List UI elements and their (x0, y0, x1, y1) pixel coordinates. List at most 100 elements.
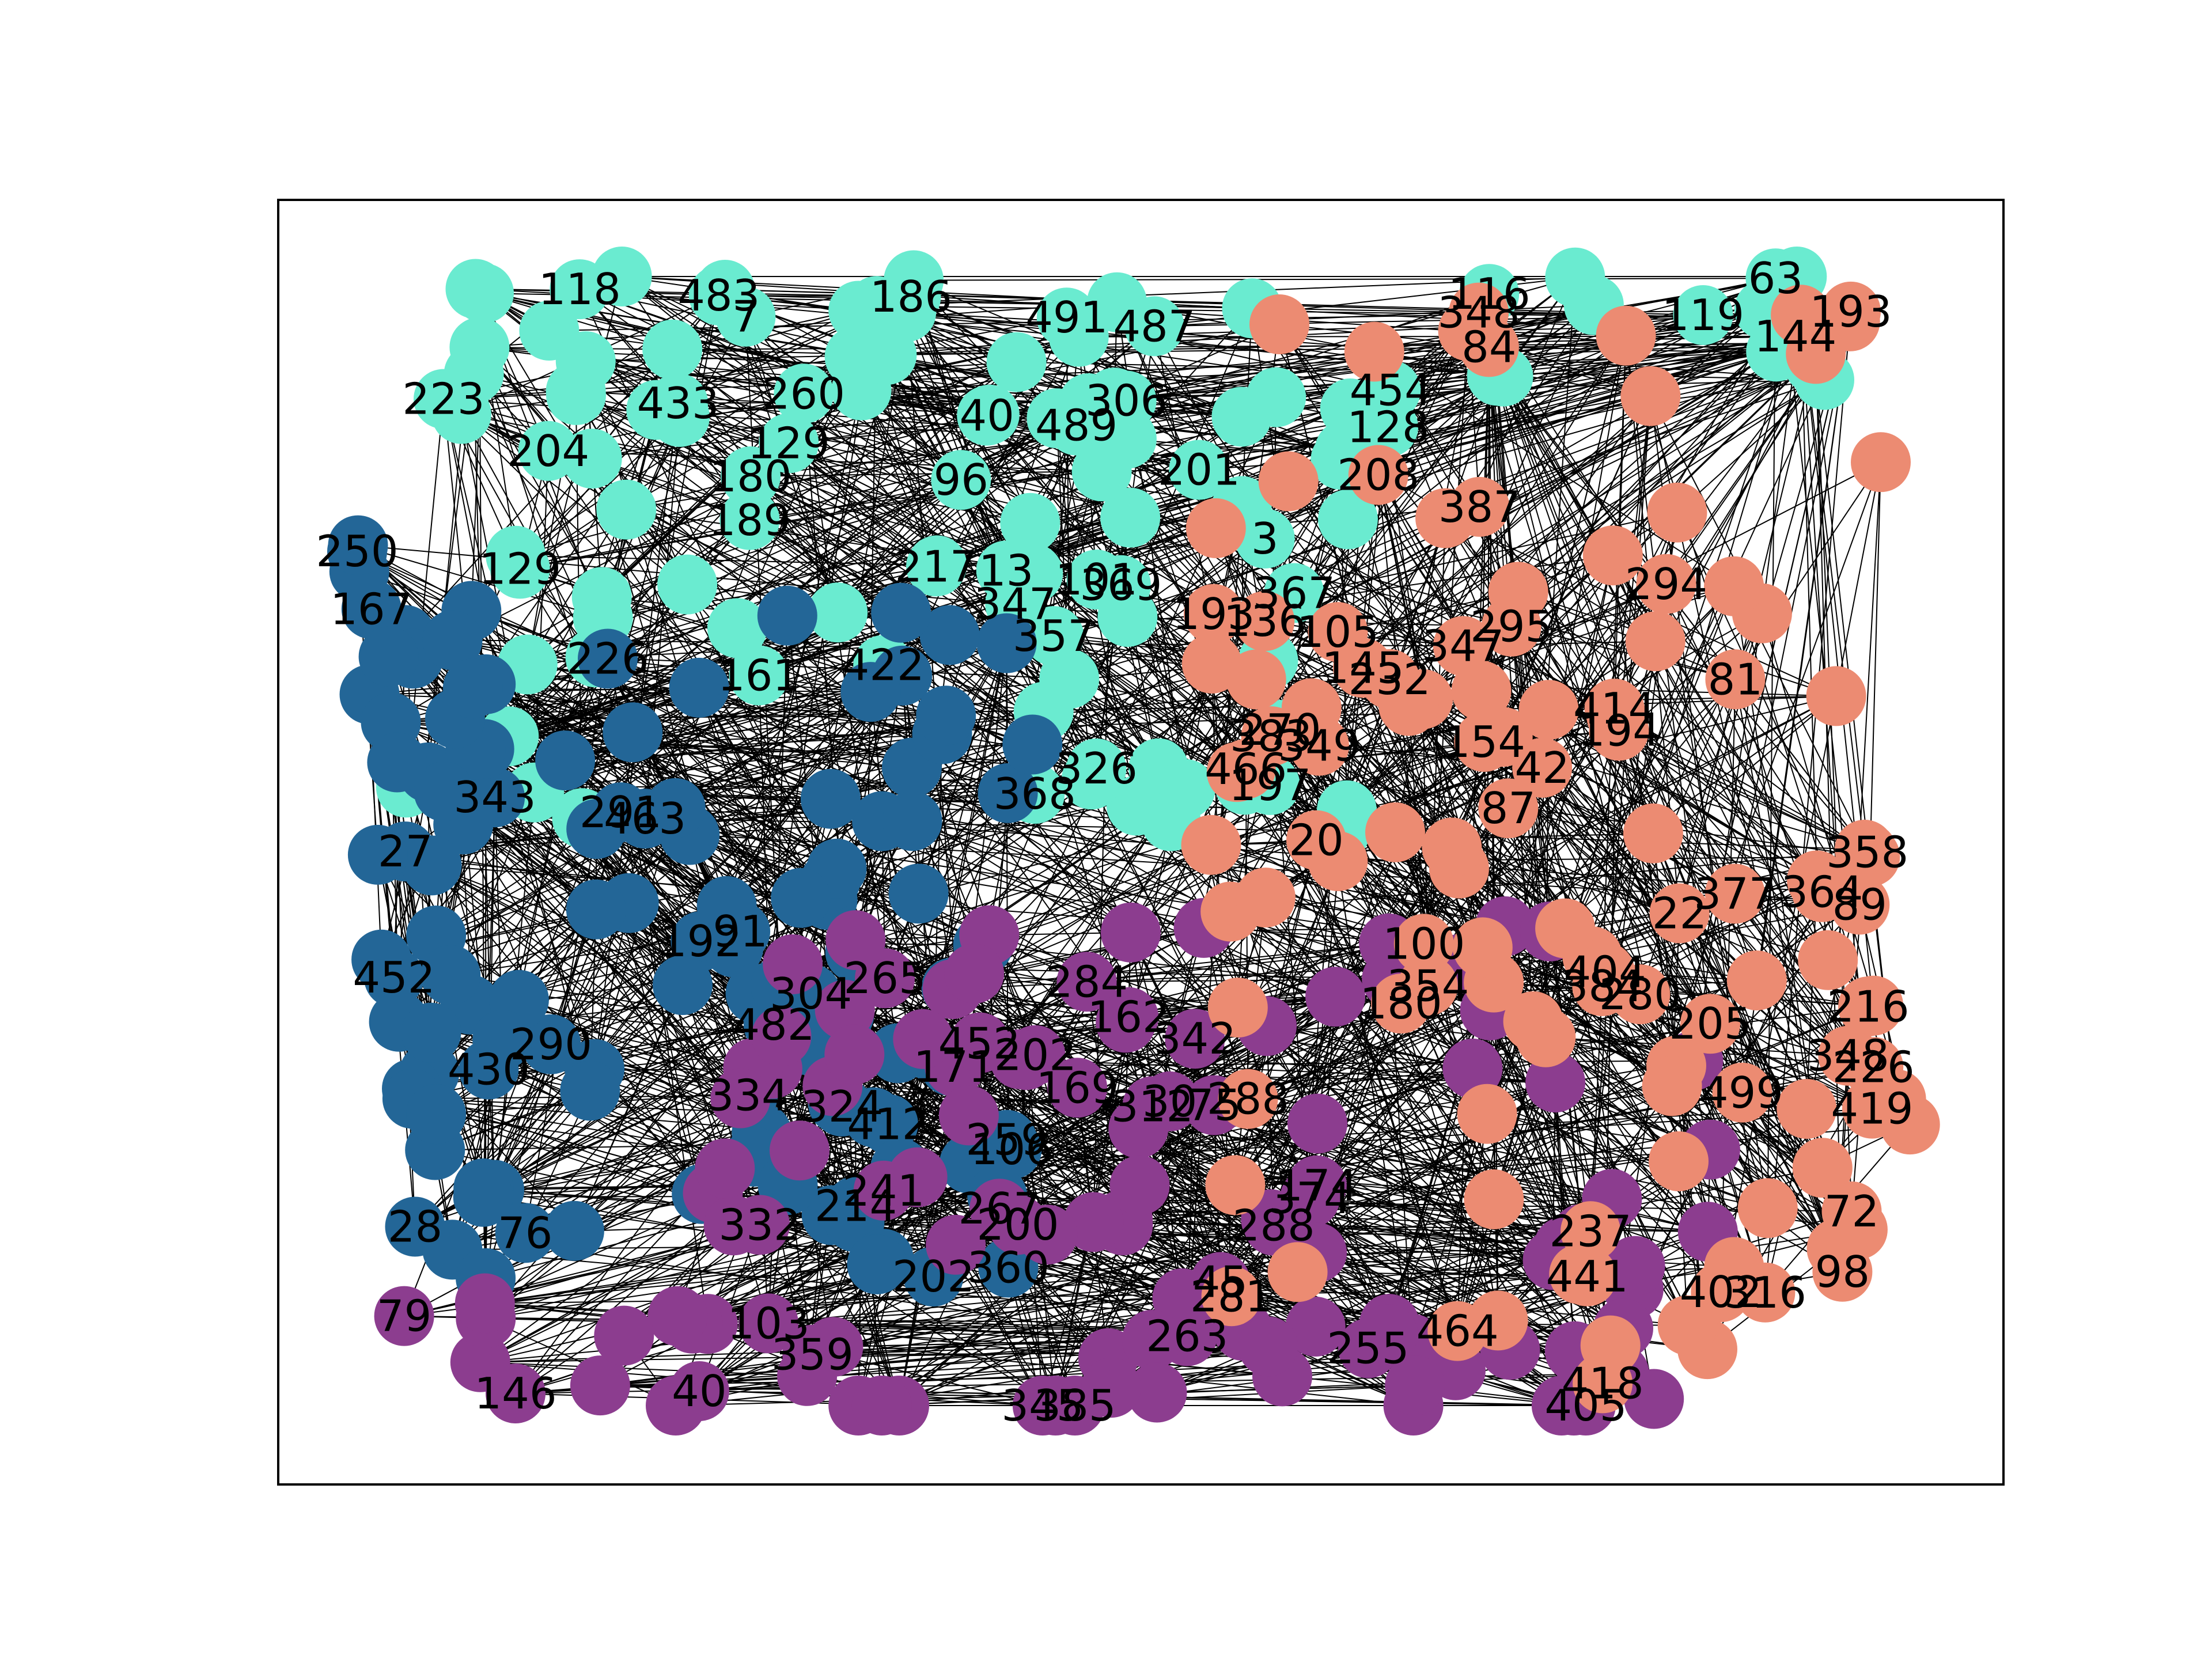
graph-edge (1498, 1229, 1858, 1321)
node-label: 223 (402, 374, 484, 425)
graph-node (843, 1087, 904, 1147)
graph-node (1525, 1052, 1586, 1113)
graph-node (367, 732, 427, 793)
graph-edge (603, 617, 1582, 1234)
node-label: 466 (1205, 744, 1287, 794)
node-label: 45 (1193, 1257, 1248, 1308)
graph-node (1704, 556, 1764, 616)
node-label: 430 (448, 1044, 530, 1095)
node-label: 40 (959, 391, 1014, 441)
graph-node (719, 490, 780, 550)
node-label: 7 (732, 291, 760, 342)
graph-node (808, 582, 868, 643)
node-label: 263 (1146, 1311, 1228, 1362)
node-label: 28 (388, 1202, 442, 1252)
graph-node (1787, 850, 1847, 911)
graph-node (1048, 306, 1109, 367)
graph-node (1880, 1094, 1940, 1155)
node-label: 260 (763, 368, 845, 419)
node-label: 326 (1055, 743, 1138, 794)
graph-edge (483, 293, 673, 350)
node-label: 499 (1701, 1067, 1783, 1118)
graph-edge (600, 1259, 1553, 1387)
graph-node (1207, 978, 1268, 1038)
graph-edge (1498, 1211, 1852, 1321)
graph-edge (581, 278, 1776, 819)
graph-node (800, 768, 861, 829)
graph-edge (758, 675, 1488, 1115)
graph-node (931, 450, 991, 510)
node-label: 334 (707, 1070, 789, 1121)
graph-node (1358, 1304, 1418, 1365)
graph-node (825, 910, 886, 971)
node-label: 347 (1422, 620, 1504, 671)
graph-node (978, 763, 1038, 823)
graph-node (824, 1024, 885, 1085)
graph-node (578, 628, 638, 689)
graph-node (1002, 714, 1063, 775)
node-label: 169 (1036, 1062, 1119, 1113)
node-label: 374 (1269, 1173, 1351, 1224)
graph-node (1246, 367, 1306, 427)
node-label: 128 (1347, 402, 1429, 453)
graph-node (887, 1147, 948, 1207)
graph-node (1000, 493, 1060, 553)
graph-node (1737, 1178, 1798, 1238)
node-label: 100 (1382, 918, 1465, 969)
graph-node (990, 1029, 1050, 1089)
node-label: 136 (1224, 596, 1306, 646)
node-label: 161 (718, 650, 800, 701)
graph-node (351, 929, 412, 990)
graph-edge (1114, 375, 1497, 399)
graph-edge (1734, 893, 1849, 1056)
graph-node (751, 1006, 812, 1066)
node-label: 237 (1550, 1206, 1632, 1256)
graph-node (1385, 1355, 1445, 1416)
node-label: 40 (672, 1366, 726, 1416)
graph-edge (1650, 396, 1766, 1293)
node-label: 154 (1443, 717, 1525, 767)
node-label: 167 (330, 584, 412, 634)
graph-node (703, 1195, 764, 1256)
graph-edge (1800, 315, 1818, 881)
graph-node (1792, 1138, 1853, 1198)
graph-node (1017, 1205, 1078, 1265)
node-label: 349 (1278, 721, 1360, 771)
graph-node (1582, 525, 1643, 586)
graph-edge (759, 1224, 1056, 1406)
graph-node (1636, 554, 1696, 614)
graph-edge (1734, 321, 1851, 894)
graph-edge (1813, 364, 1897, 1100)
graph-node (454, 1273, 515, 1334)
node-label: 91 (713, 906, 767, 957)
graph-edge (1472, 1068, 1709, 1233)
graph-edge (480, 1225, 734, 1363)
graph-node (1452, 917, 1513, 978)
plot-frame (277, 199, 2005, 1486)
graph-node (871, 582, 931, 643)
graph-node (1580, 1315, 1641, 1376)
graph-edge (1264, 620, 1593, 957)
graph-node (1464, 1169, 1524, 1229)
node-label: 201 (1158, 445, 1240, 495)
graph-node (1201, 1266, 1262, 1327)
graph-node (1218, 1069, 1278, 1129)
graph-node (1610, 964, 1671, 1025)
graph-node (1586, 686, 1647, 747)
node-label: 75 (1187, 1080, 1241, 1131)
graph-node (1096, 993, 1156, 1053)
graph-node (1378, 676, 1439, 736)
node-label: 217 (895, 541, 977, 592)
graph-node (1625, 611, 1685, 672)
graph-node (1152, 1268, 1213, 1328)
graph-edge (480, 1361, 808, 1377)
graph-node (757, 585, 817, 646)
node-label: 384 (1561, 961, 1643, 1012)
graph-node (851, 1376, 912, 1435)
graph-node (1806, 666, 1866, 726)
graph-node (1234, 591, 1295, 652)
graph-node (521, 1014, 581, 1074)
graph-node (535, 730, 596, 791)
graph-node (1287, 1093, 1347, 1154)
graph-node (1647, 482, 1707, 543)
